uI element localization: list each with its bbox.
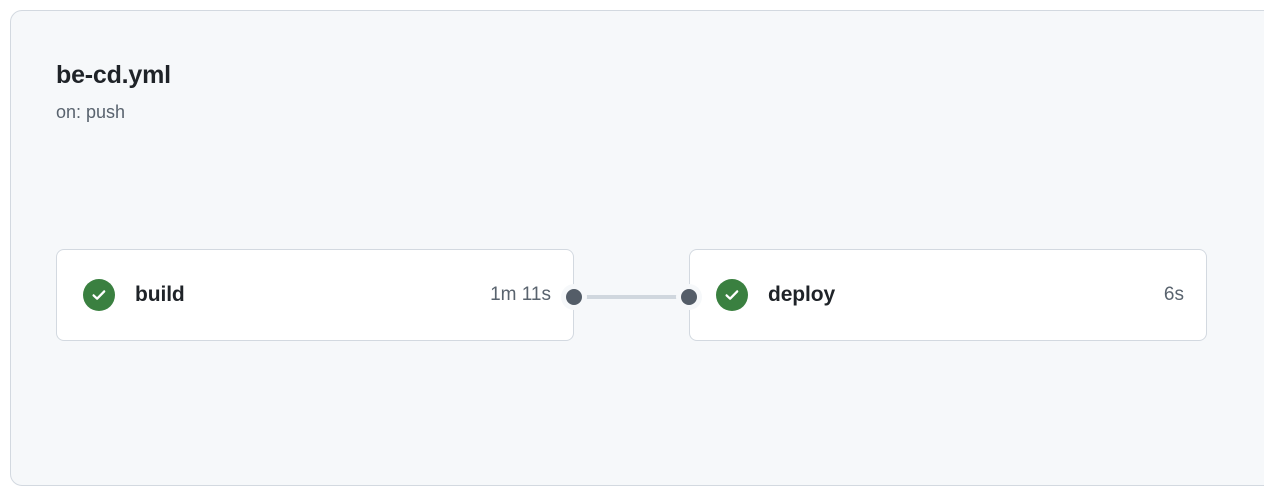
check-circle-icon [83,279,115,311]
job-node-deploy[interactable]: deploy 6s [689,249,1207,341]
workflow-graph-panel: be-cd.yml on: push build 1m 11s deploy 6… [10,10,1264,486]
workflow-graph-canvas: build 1m 11s deploy 6s [11,11,1264,485]
job-node-label: build [135,283,185,306]
job-node-duration: 1m 11s [490,284,551,305]
node-output-port-build[interactable] [566,289,582,305]
workflow-header: be-cd.yml on: push [56,61,171,123]
job-node-build[interactable]: build 1m 11s [56,249,574,341]
edge-build-to-deploy [574,295,694,299]
workflow-file-title: be-cd.yml [56,61,171,89]
workflow-trigger-label: on: push [56,101,126,122]
job-node-label: deploy [768,283,836,306]
check-circle-icon [716,279,748,311]
node-input-port-deploy[interactable] [681,289,697,305]
job-node-duration: 6s [1163,284,1184,305]
